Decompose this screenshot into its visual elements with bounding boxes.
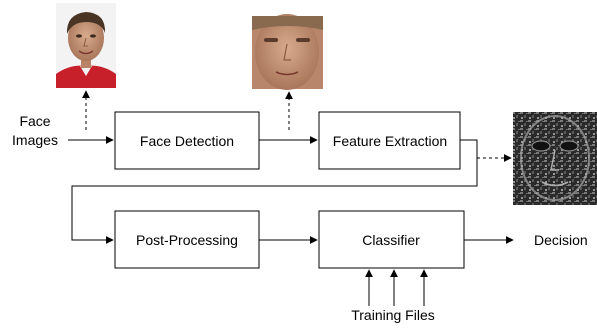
decision-label: Decision [534, 232, 588, 248]
training-files-label: Training Files [351, 307, 435, 323]
face-detection-block: Face Detection [114, 111, 260, 170]
post-processing-label: Post-Processing [136, 232, 238, 248]
feature-extraction-label: Feature Extraction [333, 133, 447, 149]
face-detection-label: Face Detection [140, 133, 234, 149]
extraction-to-postprocessing-arrow [71, 139, 478, 244]
input-label-images: Images [12, 132, 58, 148]
classifier-block: Classifier [318, 210, 465, 269]
classifier-label: Classifier [362, 232, 420, 248]
cropped-face-icon [252, 14, 323, 90]
face-photo-icon [56, 3, 116, 88]
input-label-face: Face [19, 113, 50, 129]
post-processing-block: Post-Processing [114, 210, 260, 269]
feature-texture-icon [513, 112, 597, 205]
feature-extraction-block: Feature Extraction [318, 111, 461, 170]
